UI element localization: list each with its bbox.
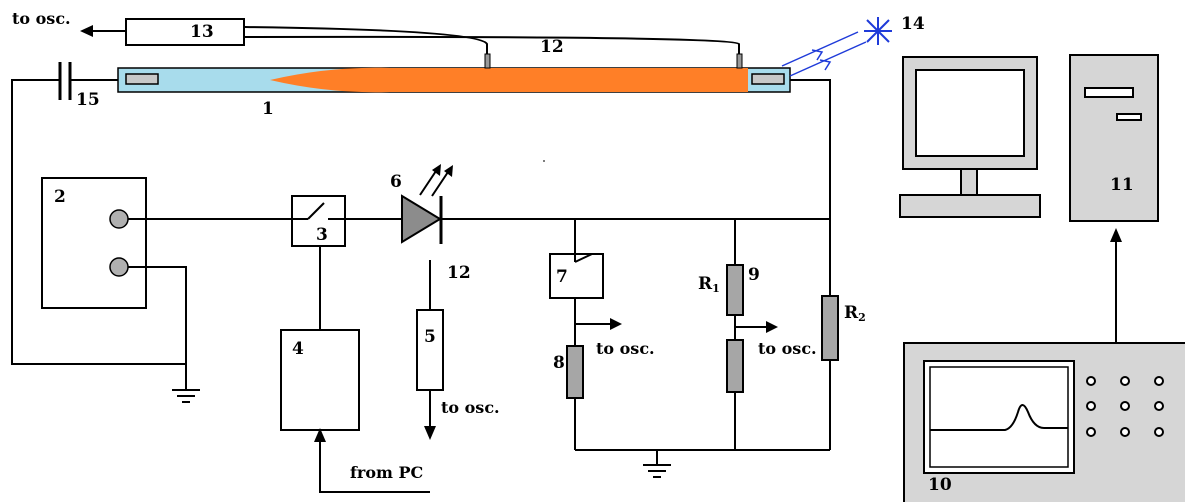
oscilloscope-10 [903,342,1185,502]
label-12-top: 12 [540,37,564,57]
computer-11 [1069,54,1159,343]
resistor-5 [416,260,444,440]
terminal-upper [109,209,129,229]
label-10: 10 [928,475,952,495]
resistor-r2 [821,295,839,361]
label-1: 1 [262,99,274,119]
label-6: 6 [390,172,402,192]
light-source-14 [781,17,892,77]
power-supply-2 [41,177,200,403]
resistor-9-divider [726,219,778,450]
label-4: 4 [292,339,304,359]
electrode-right [751,73,785,85]
label-5: 5 [424,327,436,347]
label-to-osc-8: to osc. [596,339,655,358]
probe-circuit [80,18,743,69]
led-6 [401,164,453,244]
label-14: 14 [901,14,925,34]
discharge-tube [117,67,791,93]
terminal-lower [109,257,129,277]
label-15: 15 [76,90,100,110]
probe-contact-1 [484,53,491,69]
monitor [899,56,1041,218]
resistor-8 [566,345,584,450]
plasma-column [270,67,748,93]
waveform [930,404,1068,431]
box-13 [125,18,245,46]
capacitor-15 [11,62,186,365]
probe-contact-2 [736,53,743,69]
switch-7 [549,219,622,346]
arrow-from-pc [314,428,326,442]
label-9: 9 [748,265,760,285]
arrow-5-to-osc [424,426,436,440]
electrode-left [125,73,159,85]
label-12-lower: 12 [447,263,471,283]
label-7: 7 [556,267,568,287]
label-2: 2 [54,187,66,207]
label-3: 3 [316,225,328,245]
label-from-pc: from PC [350,463,423,482]
label-to-osc-5: to osc. [441,398,500,417]
label-8: 8 [553,353,565,373]
label-r1: R1 [698,274,720,295]
label-11: 11 [1110,175,1134,195]
ground-left [172,389,200,403]
label-r2: R2 [844,303,866,324]
label-to-osc-9: to osc. [758,339,817,358]
block-4 [280,329,430,493]
arrow-to-osc-top [80,25,93,37]
ground-bottom [643,450,671,478]
label-to-osc-top: to osc. [12,9,71,28]
label-13: 13 [190,22,214,42]
switch-3 [291,195,346,330]
